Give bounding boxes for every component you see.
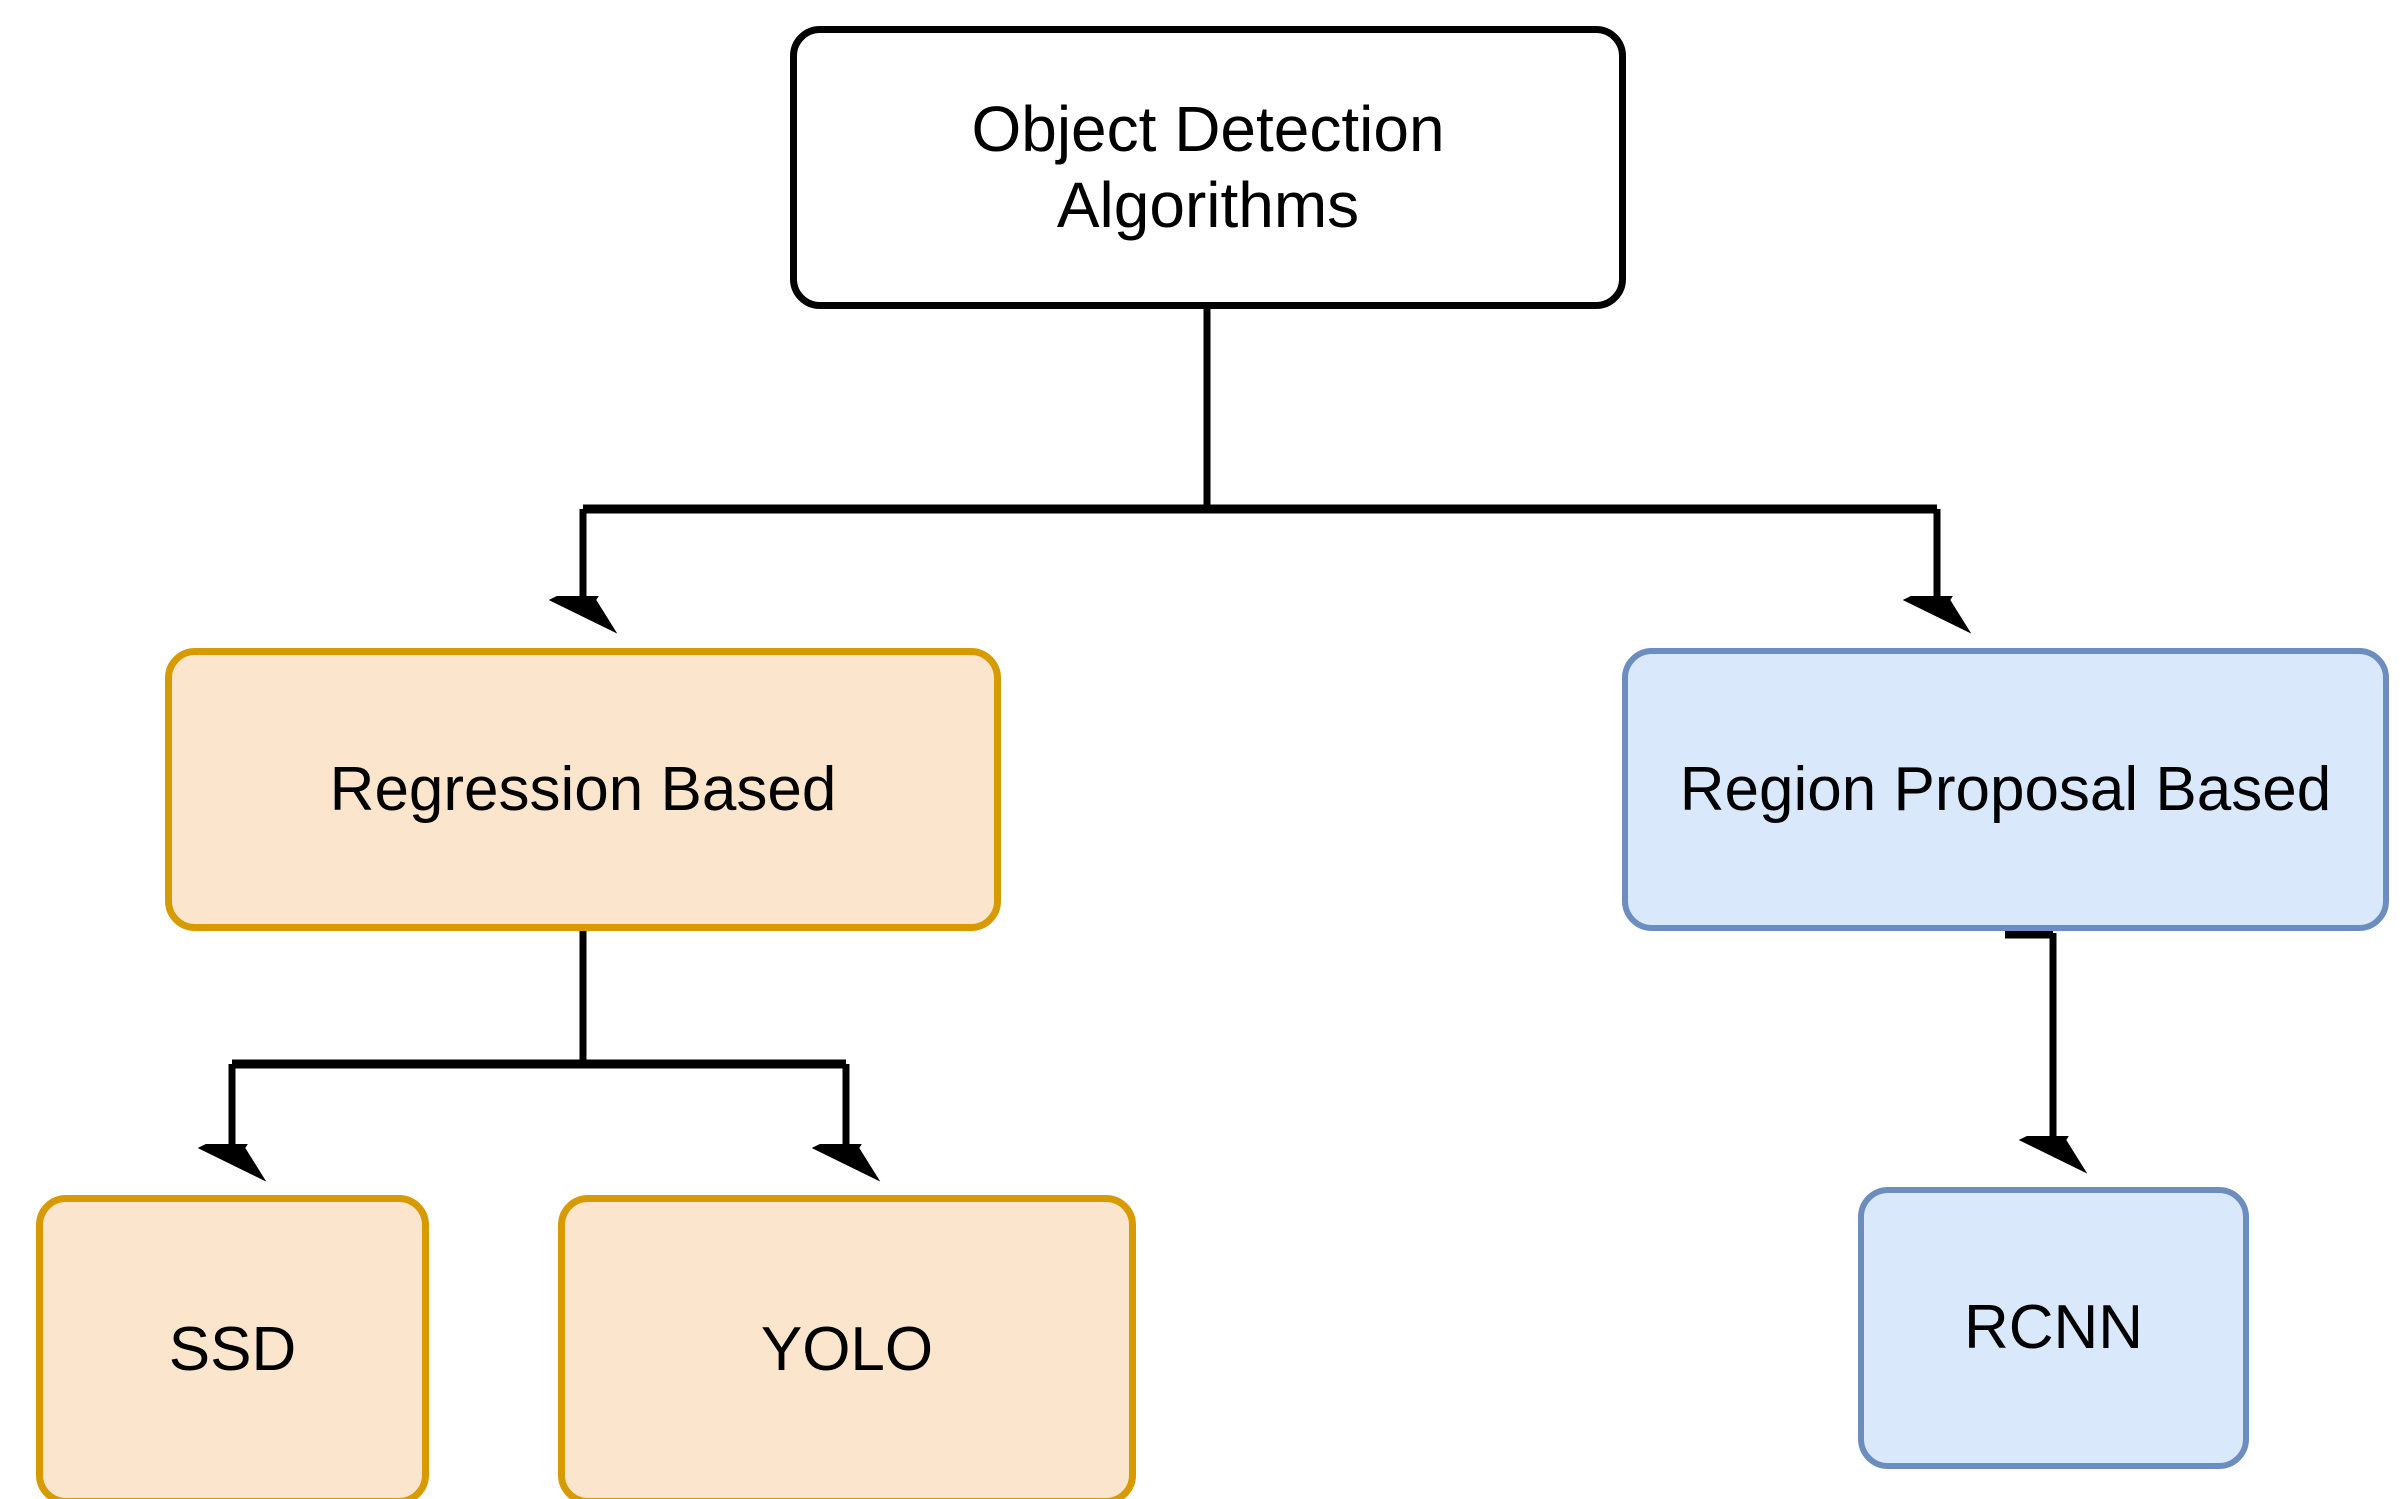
node-regression-based[interactable]: Regression Based [165,648,1001,931]
node-yolo[interactable]: YOLO [558,1195,1136,1499]
node-ssd[interactable]: SSD [36,1195,429,1499]
node-region-proposal-based[interactable]: Region Proposal Based [1622,648,2389,931]
node-label: Region Proposal Based [1679,754,2332,824]
edge-region-proposal-to-rcnn [2005,927,2053,1140]
edge-root-to-children [583,308,1937,600]
node-object-detection-algorithms[interactable]: Object Detection Algorithms [790,26,1626,309]
node-label: Object Detection Algorithms [971,92,1445,241]
node-label: SSD [168,1315,297,1385]
node-label: Regression Based [329,754,837,824]
node-rcnn[interactable]: RCNN [1858,1187,2249,1469]
node-label: YOLO [760,1315,934,1385]
edge-regression-to-children [232,930,846,1148]
node-label: RCNN [1963,1293,2144,1363]
